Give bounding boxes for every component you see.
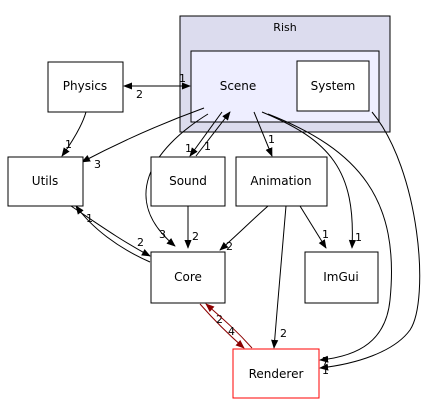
edge-label-core-renderer: 2 [216,313,223,326]
node-system-label: System [311,79,356,93]
edge-label-renderer-core: 4 [228,325,235,338]
node-sound[interactable]: Sound [150,156,226,207]
edge-label-core-utils: 1 [86,212,93,225]
edge-label-scene-renderer: 7 [322,355,329,368]
node-renderer[interactable]: Renderer [232,348,320,399]
edge-label-sound-scene: 1 [204,140,211,153]
node-scene[interactable]: Scene [220,79,257,93]
edge-scene-utils [81,107,205,163]
node-physics-label: Physics [63,79,107,93]
edge-scene-renderer [267,113,392,363]
edge-label-animation-renderer: 2 [280,327,287,340]
edge-label-sound-core: 2 [192,230,199,243]
edge-renderer-core [205,303,253,349]
node-utils-label: Utils [32,174,58,188]
edge-scene-animation [253,111,273,157]
edge-animation-imgui [299,205,327,249]
node-animation-label: Animation [250,174,311,188]
node-scene-label: Scene [220,79,257,93]
node-core-label: Core [174,270,202,284]
node-system[interactable]: System [296,60,370,112]
edge-animation-renderer [271,205,287,349]
node-imgui[interactable]: ImGui [304,251,379,304]
node-sound-label: Sound [169,174,207,188]
node-renderer-label: Renderer [249,367,304,381]
edge-label-scene-core: 3 [159,228,166,241]
edge-label-scene-physics: 1 [179,72,186,85]
node-animation[interactable]: Animation [235,156,328,207]
edge-scene-core [145,113,209,247]
edge-scene-sound [189,111,223,157]
edge-scene-imgui [261,111,357,249]
edge-label-physics-utils: 1 [65,138,72,151]
edge-physics-utils [61,111,87,157]
edge-label-utils-core: 2 [137,236,144,249]
edge-label-scene-sound: 1 [185,142,192,155]
edge-label-animation-imgui: 1 [322,228,329,241]
edge-label-animation-core: 2 [226,240,233,253]
edge-label-system-renderer: 1 [322,364,329,377]
edge-label-scene-imgui: 1 [355,231,362,244]
cluster-title: Rish [273,21,296,34]
node-imgui-label: ImGui [323,270,358,284]
node-core[interactable]: Core [150,251,226,304]
edge-core-renderer [199,303,245,349]
edge-label-physics-scene: 2 [136,88,143,101]
node-physics[interactable]: Physics [47,61,124,113]
edge-system-renderer [319,111,421,371]
node-utils[interactable]: Utils [7,156,84,207]
edge-animation-core [219,205,269,251]
edge-sound-scene [195,111,231,157]
edge-label-scene-animation: 1 [268,133,275,146]
edge-core-utils [75,205,151,263]
edge-label-scene-utils: 3 [94,158,101,171]
